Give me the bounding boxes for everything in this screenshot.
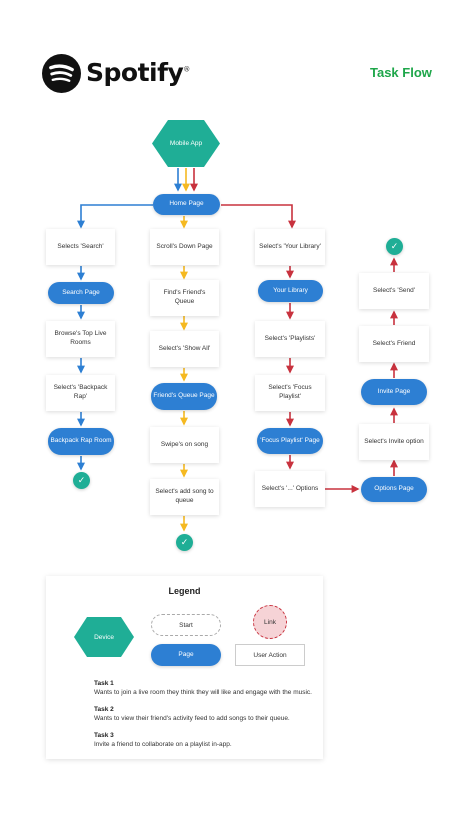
legend-device: Device xyxy=(74,617,134,657)
legend-panel: Legend xyxy=(46,576,323,759)
t3-select-friend: Select's Friend xyxy=(359,326,429,362)
t2-done-check-icon: ✓ xyxy=(176,534,193,551)
legend-task2-label: Task 2 xyxy=(94,706,114,713)
t3-select-focus-playlist: Select's 'Focus Playlist' xyxy=(255,375,325,411)
legend-task1-label: Task 1 xyxy=(94,680,114,687)
t3-invite-page: Invite Page xyxy=(361,379,427,405)
t2-swipe-on-song: Swipe's on song xyxy=(150,427,219,463)
t3-focus-playlist-page: 'Focus Playlist' Page xyxy=(257,428,323,454)
legend-page: Page xyxy=(151,644,221,666)
spotify-logo-icon xyxy=(42,54,81,93)
t1-backpack-rap-room: Backpack Rap Room xyxy=(48,428,114,455)
arrow-t3-branch xyxy=(221,204,296,229)
legend-start: Start xyxy=(151,614,221,636)
t3-your-library: Your Library xyxy=(258,280,323,302)
t3-done-check-icon: ✓ xyxy=(386,238,403,255)
t3-select-send: Select's 'Send' xyxy=(359,273,429,309)
legend-user-action: User Action xyxy=(235,644,305,666)
t3-select-invite-option: Select's Invite option xyxy=(359,424,429,460)
arrow-t1-branch xyxy=(77,204,153,229)
legend-task2-desc: Wants to view their friend's activity fe… xyxy=(94,715,290,722)
brand-wordmark: Spotify® xyxy=(86,58,190,87)
home-page-node: Home Page xyxy=(153,194,220,215)
t2-select-add-song: Select's add song to queue xyxy=(150,479,219,515)
t2-select-show-all: Select's 'Show All' xyxy=(150,331,219,367)
t2-friends-queue-page: Friend's Queue Page xyxy=(151,383,217,410)
t3-select-playlists: Select's 'Playlists' xyxy=(255,321,325,357)
legend-task3-desc: Invite a friend to collaborate on a play… xyxy=(94,741,232,748)
t3-options-page: Options Page xyxy=(361,477,427,502)
t1-select-backpack-rap: Select's 'Backpack Rap' xyxy=(46,375,115,411)
t2-scroll-down-page: Scroll's Down Page xyxy=(150,229,219,265)
t1-done-check-icon: ✓ xyxy=(73,472,90,489)
legend-title: Legend xyxy=(168,586,201,596)
legend-task3-label: Task 3 xyxy=(94,732,114,739)
t2-find-friends-queue: Find's Friend's Queue xyxy=(150,280,219,316)
legend-task1-desc: Wants to join a live room they think the… xyxy=(94,689,312,696)
t3-select-options: Select's '...' Options xyxy=(255,471,325,507)
t3-select-your-library: Select's 'Your Library' xyxy=(255,229,325,265)
mobile-app-device: Mobile App xyxy=(152,120,220,167)
page-title: Task Flow xyxy=(370,65,432,80)
t1-browse-top-live-rooms: Browse's Top Live Rooms xyxy=(46,321,115,357)
legend-link: Link xyxy=(253,605,287,639)
t1-select-search: Selects 'Search' xyxy=(46,229,115,265)
t1-search-page: Search Page xyxy=(48,282,114,304)
